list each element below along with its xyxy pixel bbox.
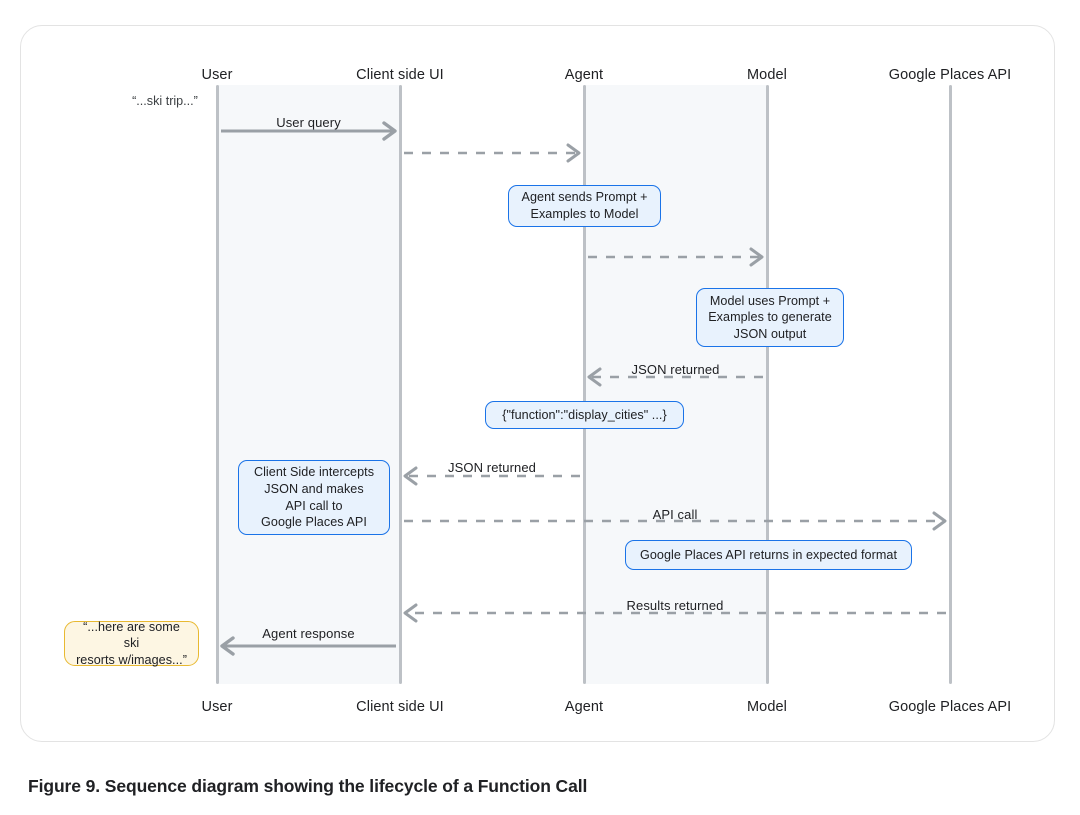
note-text: Agent sends Prompt +Examples to Model <box>521 190 648 221</box>
message-label-m5: JSON returned <box>447 460 537 475</box>
message-label-m1: User query <box>276 115 341 130</box>
note-n5: Google Places API returns in expected fo… <box>625 540 912 570</box>
note-text: {"function":"display_cities" ...} <box>502 407 667 422</box>
actor-header-model: Model <box>747 67 787 83</box>
lifeline-agent <box>582 85 586 684</box>
actor-header-client: Client side UI <box>356 67 444 83</box>
note-text: Google Places API returns in expected fo… <box>639 547 897 562</box>
lifeline-places <box>948 85 952 684</box>
lifeline-client <box>398 85 402 684</box>
message-label-m7: Results returned <box>626 598 724 613</box>
message-label-m4: JSON returned <box>631 362 720 377</box>
note-n1: Agent sends Prompt +Examples to Model <box>508 185 661 227</box>
message-label-m6: API call <box>652 507 698 522</box>
actor-footer-agent: Agent <box>564 699 604 715</box>
free-text-t1: “...ski trip...” <box>132 94 198 108</box>
actor-header-places: Google Places API <box>888 67 1012 83</box>
lifeline-model <box>765 85 769 684</box>
actor-footer-user: User <box>201 699 233 715</box>
lifeline-band-user-client <box>217 85 400 684</box>
actor-header-agent: Agent <box>564 67 604 83</box>
lifeline-user <box>215 85 219 684</box>
message-label-m8: Agent response <box>262 626 355 641</box>
actor-footer-client: Client side UI <box>356 699 444 715</box>
lifeline-band-agent-model <box>584 85 767 684</box>
note-n3: {"function":"display_cities" ...} <box>485 401 684 429</box>
actor-footer-places: Google Places API <box>888 699 1012 715</box>
message-arrow-m2 <box>404 143 581 163</box>
actor-footer-model: Model <box>747 699 787 715</box>
actor-header-user: User <box>201 67 233 83</box>
figure-caption: Figure 9. Sequence diagram showing the l… <box>28 776 588 796</box>
